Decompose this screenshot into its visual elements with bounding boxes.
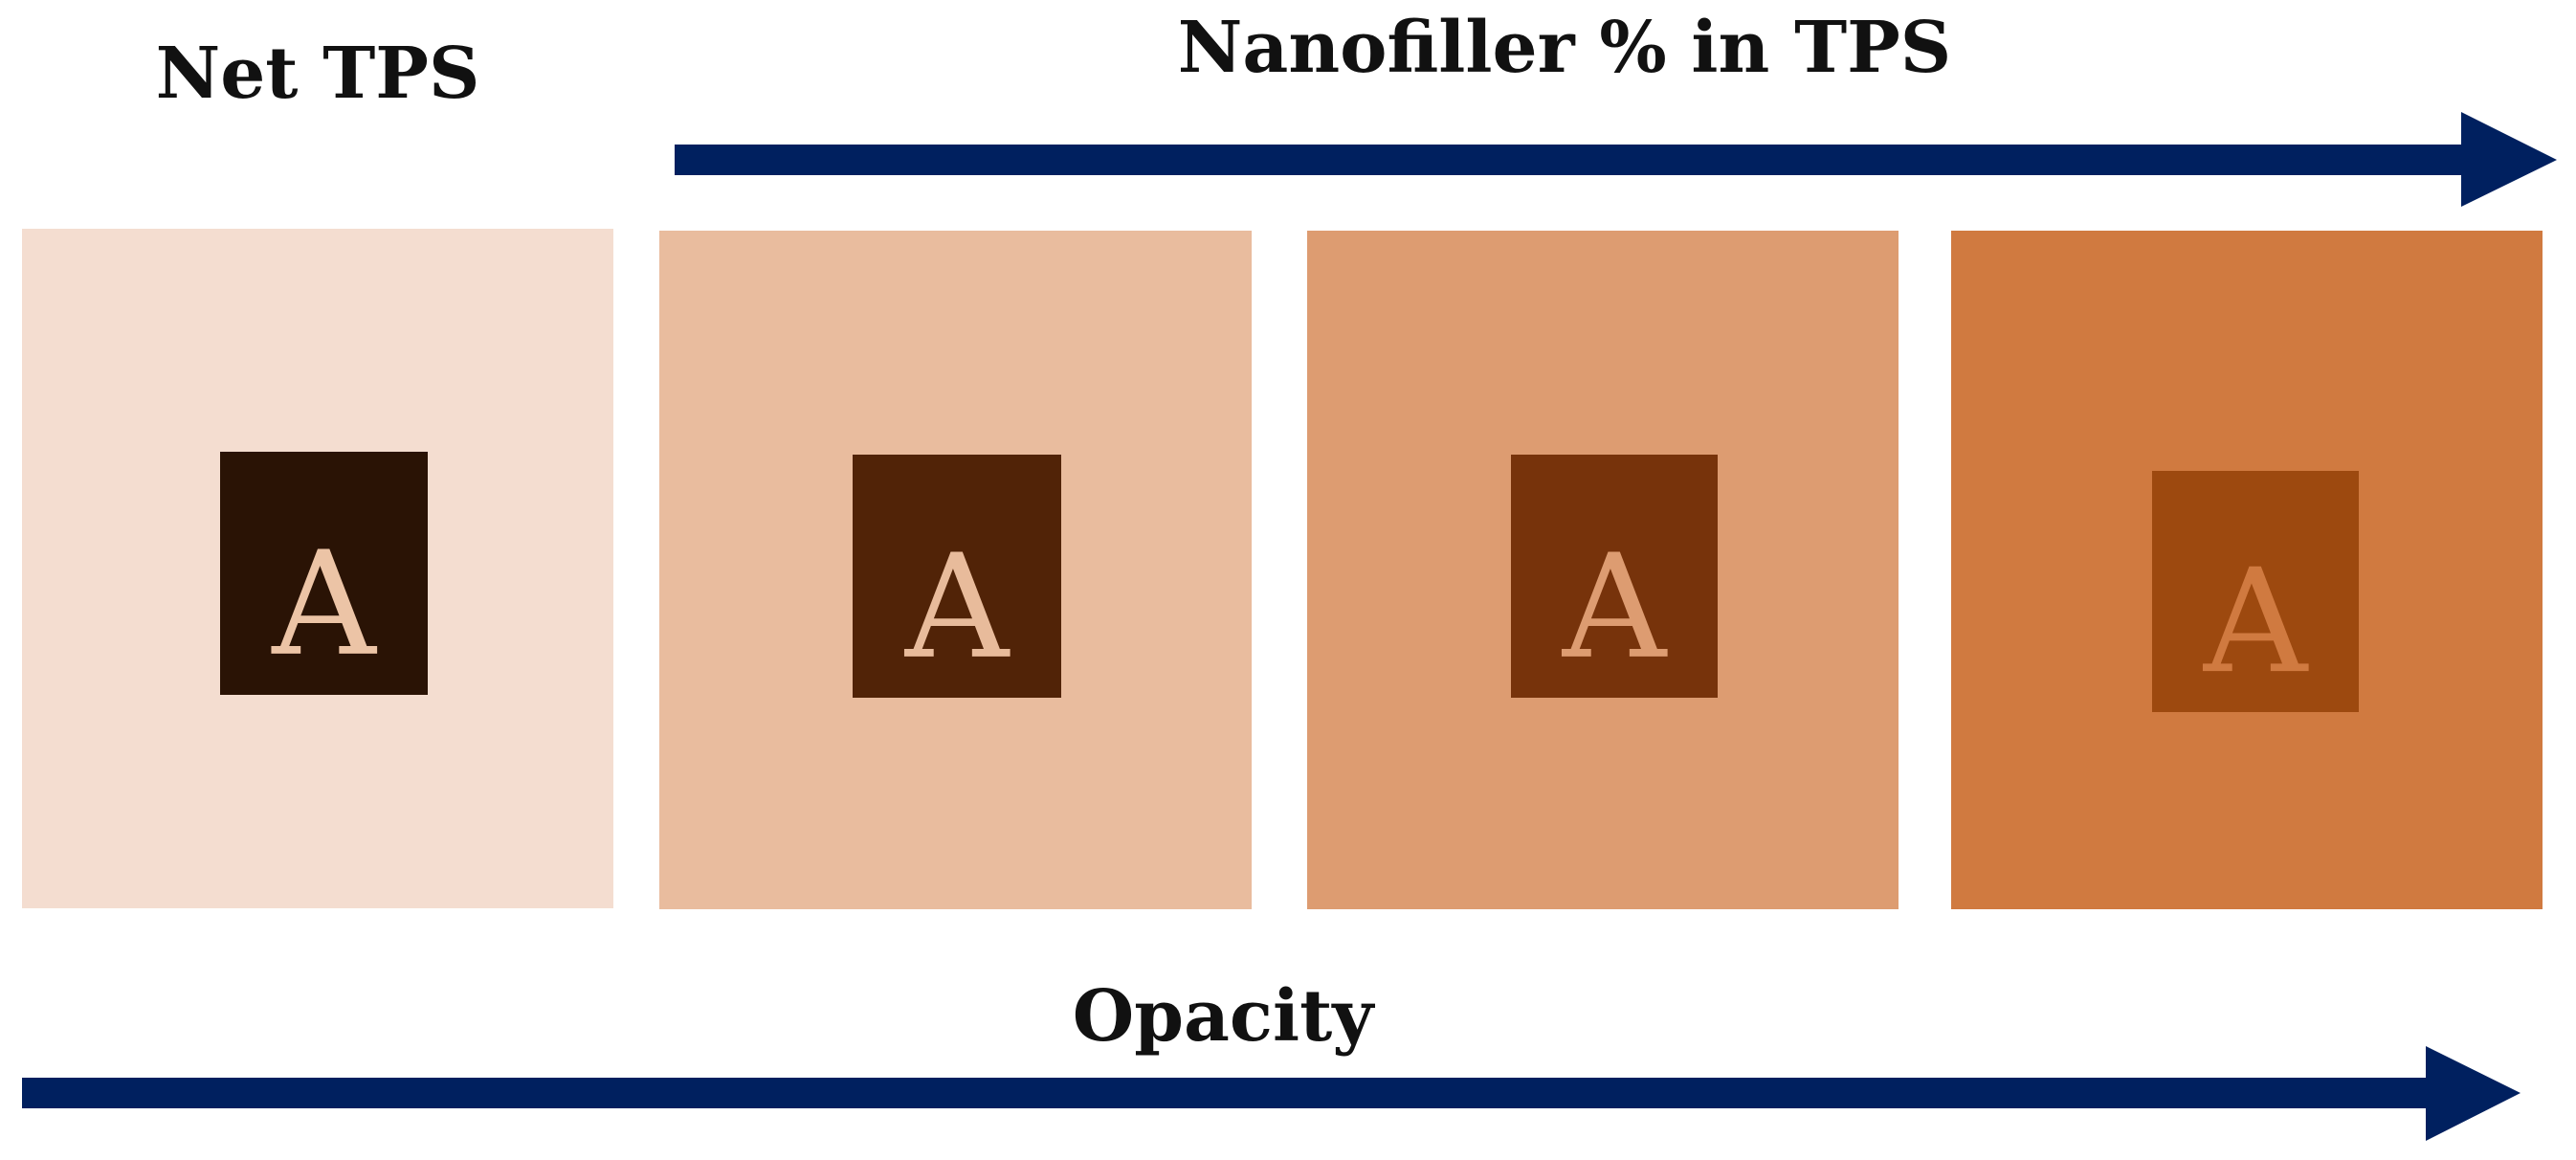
sample-panel-3: A bbox=[1307, 231, 1899, 909]
net-tps-label: Net TPS bbox=[156, 33, 480, 115]
sample-panel-4: A bbox=[1951, 231, 2543, 909]
letter-a-glyph: A bbox=[271, 522, 377, 688]
nanofiller-arrow-head bbox=[2461, 112, 2557, 207]
letter-a-glyph: A bbox=[2203, 539, 2309, 705]
letter-card bbox=[220, 452, 428, 695]
nanofiller-increase-arrow bbox=[675, 112, 2557, 207]
sample-panel-2: A bbox=[659, 231, 1252, 909]
sample-panel-1: A bbox=[22, 229, 613, 908]
letter-card bbox=[1511, 455, 1718, 698]
opacity-arrow-shaft bbox=[22, 1078, 2435, 1108]
nanofiller-arrow-shaft bbox=[675, 145, 2466, 175]
letter-a-glyph: A bbox=[1562, 524, 1668, 691]
opacity-label: Opacity bbox=[1073, 975, 1376, 1058]
letter-card bbox=[2152, 471, 2359, 712]
letter-card bbox=[853, 455, 1061, 698]
nanofiller-label: Nanofiller % in TPS bbox=[1178, 7, 1952, 89]
letter-a-glyph: A bbox=[904, 524, 1010, 691]
opacity-increase-arrow bbox=[22, 1046, 2520, 1141]
opacity-arrow-head bbox=[2426, 1046, 2520, 1141]
